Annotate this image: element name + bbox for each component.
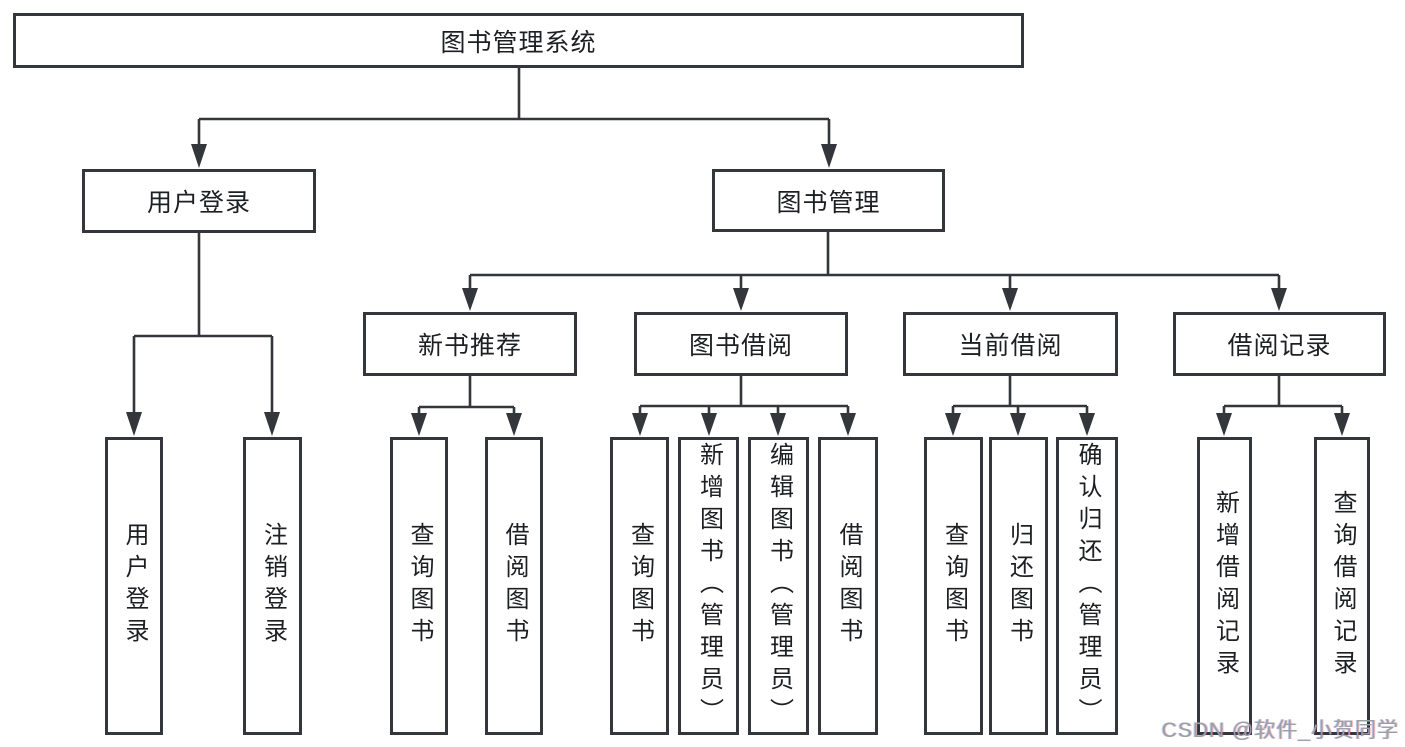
arrowhead	[1334, 413, 1350, 436]
arrowhead	[945, 413, 961, 436]
leaf-cb-confirm-return-label: 确认归还（管理员）	[1074, 442, 1101, 730]
arrowhead	[191, 144, 207, 168]
node-new-book-recommend-label: 新书推荐	[417, 332, 522, 360]
arrowhead	[733, 288, 749, 311]
connector-borrowing-records	[1222, 376, 1344, 414]
node-book-borrowing: 图书借阅	[634, 312, 848, 376]
leaf-bb-add-books-label: 新增图书（管理员）	[695, 442, 723, 730]
leaf-cb-query-books: 查询图书	[924, 437, 983, 735]
leaf-br-add-record-label: 新增借阅记录	[1211, 490, 1239, 682]
leaf-bb-edit-books: 编辑图书（管理员）	[748, 437, 809, 735]
node-borrowing-records: 借阅记录	[1173, 312, 1386, 376]
leaf-logout: 注销登录	[243, 437, 302, 735]
node-user-login-label: 用户登录	[146, 189, 251, 217]
arrowhead	[1079, 413, 1095, 436]
connector-user-login	[132, 233, 274, 413]
node-borrowing-records-label: 借阅记录	[1227, 332, 1332, 360]
leaf-bb-query-books: 查询图书	[610, 437, 669, 735]
leaf-user-login: 用户登录	[105, 437, 163, 735]
arrowhead	[1271, 288, 1287, 311]
node-book-borrowing-label: 图书借阅	[688, 332, 793, 360]
arrowhead	[821, 144, 837, 168]
arrowhead	[411, 413, 427, 436]
leaf-nr-query-books-label: 查询图书	[406, 522, 433, 650]
arrowhead	[126, 412, 142, 436]
leaf-nr-borrow-books-label: 借阅图书	[501, 522, 528, 650]
leaf-nr-query-books: 查询图书	[390, 437, 448, 735]
leaf-user-login-label: 用户登录	[121, 522, 148, 650]
leaf-bb-add-books: 新增图书（管理员）	[678, 437, 739, 735]
leaf-cb-return-books: 归还图书	[989, 437, 1048, 735]
leaf-bb-borrow-books: 借阅图书	[818, 437, 878, 735]
arrowhead	[632, 413, 648, 436]
arrowhead	[701, 413, 717, 436]
arrowhead	[462, 288, 478, 311]
leaf-br-add-record: 新增借阅记录	[1197, 437, 1252, 735]
leaf-nr-borrow-books: 借阅图书	[485, 437, 543, 735]
leaf-cb-return-books-label: 归还图书	[1005, 522, 1033, 650]
connector-book-management	[468, 232, 1281, 289]
arrowhead	[506, 413, 522, 436]
node-book-management-label: 图书管理	[776, 188, 881, 217]
node-new-book-recommend: 新书推荐	[363, 312, 577, 376]
leaf-br-query-record: 查询借阅记录	[1314, 437, 1370, 735]
watermark: CSDN @软件_小贺同学	[1161, 719, 1399, 742]
connector-new-book-recommend	[417, 376, 516, 414]
arrowhead	[264, 412, 280, 436]
node-root-label: 图书管理系统	[440, 28, 597, 57]
leaf-bb-borrow-books-label: 借阅图书	[835, 522, 862, 650]
arrowhead	[1002, 288, 1018, 311]
connector-current-borrowing	[951, 376, 1089, 414]
connector-book-borrowing	[638, 376, 850, 414]
leaf-logout-label: 注销登录	[259, 522, 287, 650]
node-current-borrowing: 当前借阅	[903, 312, 1118, 376]
arrowhead	[770, 413, 786, 436]
leaf-cb-confirm-return: 确认归还（管理员）	[1056, 437, 1118, 735]
arrowhead	[1216, 413, 1232, 436]
arrowhead	[1010, 413, 1026, 436]
connector-root	[197, 68, 831, 147]
leaf-cb-query-books-label: 查询图书	[940, 522, 968, 650]
leaf-bb-query-books-label: 查询图书	[626, 522, 654, 650]
node-user-login: 用户登录	[82, 169, 316, 233]
leaf-br-query-record-label: 查询借阅记录	[1329, 490, 1356, 682]
leaf-bb-edit-books-label: 编辑图书（管理员）	[765, 442, 793, 730]
node-current-borrowing-label: 当前借阅	[958, 332, 1063, 360]
arrowhead	[840, 413, 856, 436]
node-book-management: 图书管理	[712, 169, 945, 232]
node-root: 图书管理系统	[13, 13, 1024, 68]
